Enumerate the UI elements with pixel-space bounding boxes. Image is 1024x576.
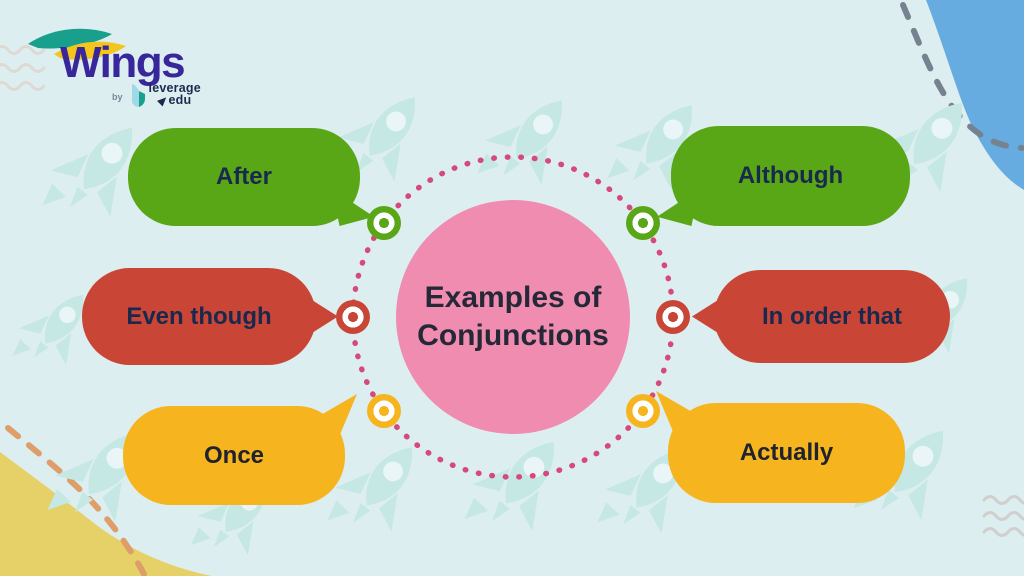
connector-node-bottom-right xyxy=(626,394,660,428)
central-topic-line1: Examples of xyxy=(424,281,602,314)
leverage-book-icon xyxy=(131,84,145,107)
bubble-in-order-that: In order that xyxy=(692,270,950,363)
bubble-shape xyxy=(82,268,316,365)
bubble-after: After xyxy=(128,128,374,226)
bubble-shape xyxy=(668,403,905,503)
bubble-shape xyxy=(123,406,345,505)
connector-node-top-left xyxy=(367,206,401,240)
bubble-label: Although xyxy=(737,162,844,189)
bubble-even-though: Even though xyxy=(82,268,338,365)
connector-node-middle-right xyxy=(656,300,690,334)
rocket-icon xyxy=(452,418,584,557)
brand-name: Wings xyxy=(60,38,186,87)
edu-label: edu xyxy=(168,93,192,107)
bubble-shape xyxy=(714,270,950,363)
connector-node-top-right xyxy=(626,206,660,240)
connector-node-bottom-left xyxy=(367,394,401,428)
bubble-shape xyxy=(128,128,360,226)
bubble-shape xyxy=(671,126,910,226)
central-topic: Examples of Conjunctions xyxy=(396,200,630,434)
orange-dashed-trail-icon xyxy=(5,425,147,576)
central-topic-line2: Conjunctions xyxy=(417,319,609,352)
bubble-label: In order that xyxy=(761,302,902,330)
connector-node-middle-left xyxy=(336,300,370,334)
leverage-label: leverage xyxy=(148,81,201,95)
wave-lines-bottom-right-icon xyxy=(982,495,1024,537)
bubble-actually: Actually xyxy=(656,391,905,503)
bubble-once: Once xyxy=(123,394,357,505)
bubble-although: Although xyxy=(657,126,910,226)
bubble-label: After xyxy=(215,163,272,190)
yellow-corner-blob xyxy=(0,452,212,576)
logo-by-label: by xyxy=(112,92,123,102)
bubble-label: Once xyxy=(203,441,265,469)
bubble-label: Actually xyxy=(739,439,834,466)
rocket-icon xyxy=(465,78,591,210)
edu-rocket-icon xyxy=(156,93,169,107)
logo-swoosh-icon xyxy=(28,28,126,60)
brand-logo: Wings by leverage edu xyxy=(24,24,214,114)
bubble-label: Even though xyxy=(126,302,272,330)
